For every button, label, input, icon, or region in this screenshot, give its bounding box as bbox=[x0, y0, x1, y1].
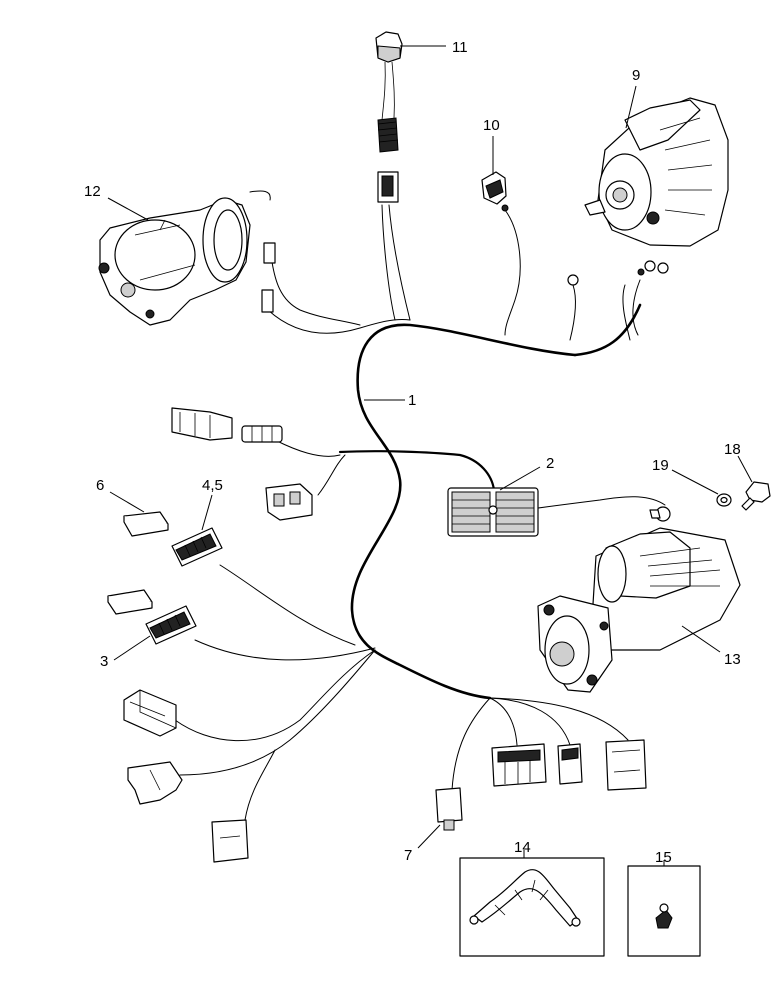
callout-10: 10 bbox=[483, 117, 500, 134]
callout-12: 12 bbox=[84, 183, 101, 200]
lower-right-connectors bbox=[435, 739, 647, 831]
callout-3: 3 bbox=[100, 653, 108, 670]
part-15-box bbox=[627, 865, 701, 957]
lower-left-connectors bbox=[123, 689, 249, 863]
part-6-cover bbox=[123, 511, 169, 537]
ecu-connector bbox=[447, 487, 539, 537]
callout-13: 13 bbox=[724, 651, 741, 668]
callout-6: 6 bbox=[96, 477, 104, 494]
starter-motor bbox=[537, 506, 741, 693]
callout-7: 7 bbox=[404, 847, 412, 864]
part-19-washer bbox=[716, 493, 732, 507]
callout-2: 2 bbox=[546, 455, 554, 472]
leader-lines bbox=[107, 45, 753, 866]
ac-compressor bbox=[98, 197, 276, 326]
part-4-5-connector bbox=[171, 527, 223, 567]
alternator bbox=[567, 97, 729, 286]
pressure-switch bbox=[375, 31, 403, 203]
callout-4-5: 4,5 bbox=[202, 477, 223, 494]
part-14-box bbox=[459, 857, 605, 957]
part-18-bolt bbox=[741, 481, 771, 511]
callout-11: 11 bbox=[452, 39, 468, 56]
temperature-sensor bbox=[481, 171, 509, 212]
callout-labels: 1 2 3 4,5 6 7 9 10 11 12 13 14 15 18 19 bbox=[84, 39, 741, 866]
main-harness bbox=[174, 190, 666, 821]
part-3-connector bbox=[145, 605, 197, 645]
callout-14: 14 bbox=[514, 839, 531, 856]
callout-1: 1 bbox=[408, 392, 416, 409]
part-3-cover bbox=[107, 589, 153, 615]
callout-19: 19 bbox=[652, 457, 669, 474]
callout-15: 15 bbox=[655, 849, 672, 866]
inline-connector bbox=[171, 407, 313, 521]
callout-9: 9 bbox=[632, 67, 640, 84]
callout-18: 18 bbox=[724, 441, 741, 458]
